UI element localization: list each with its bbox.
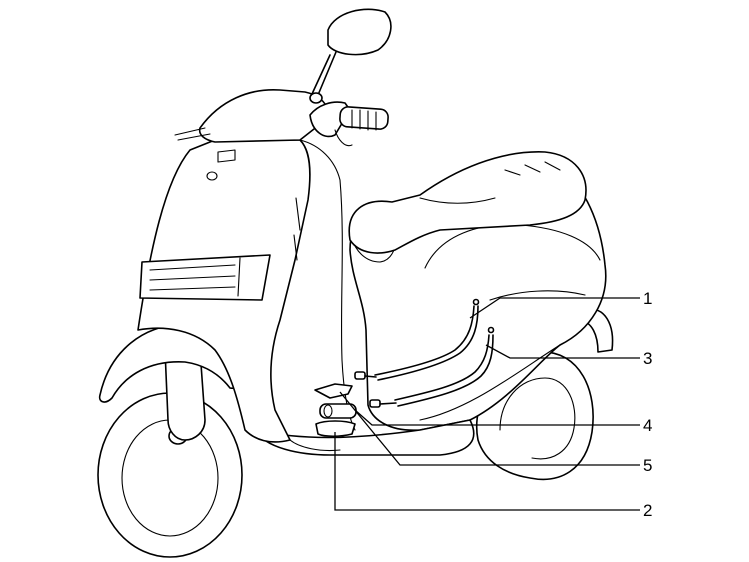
- handlebar: [174, 89, 389, 147]
- callout-2: 2: [643, 501, 653, 520]
- cable-1: [354, 298, 480, 381]
- floorboard: [254, 419, 475, 456]
- badge: [217, 149, 236, 163]
- mirror: [309, 8, 392, 104]
- front-body: [137, 139, 356, 452]
- callout-4: 4: [643, 416, 653, 435]
- badge-emblem: [206, 171, 218, 181]
- seat: [348, 151, 587, 254]
- callout-1: 1: [643, 289, 653, 308]
- callout-3: 3: [643, 349, 653, 368]
- cable-junction-parts: [314, 383, 357, 438]
- clamp-part-2: [315, 420, 356, 438]
- bracket-part-5: [314, 383, 353, 399]
- cable-3: [369, 326, 495, 408]
- leader-lines: [334, 297, 640, 511]
- callout-5: 5: [643, 456, 653, 475]
- front-fork: [164, 349, 206, 441]
